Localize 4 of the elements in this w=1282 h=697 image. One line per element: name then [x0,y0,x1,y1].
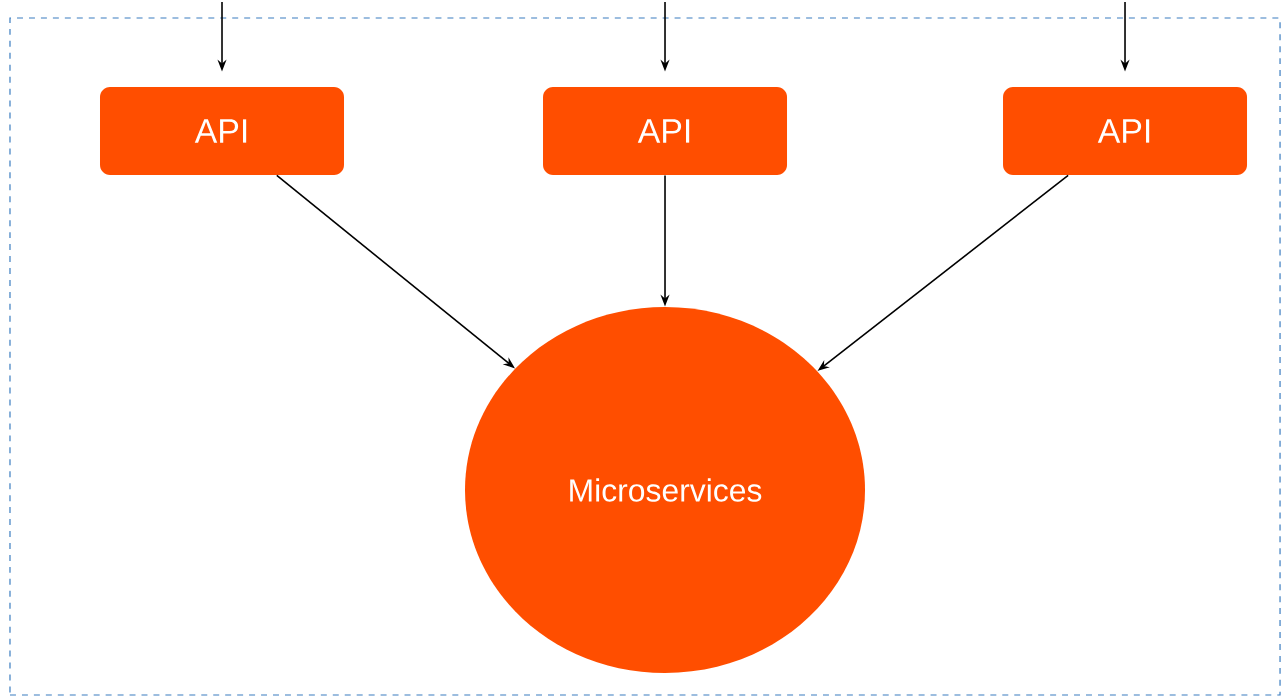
dashed-frame [9,17,1281,696]
api-box: API [100,87,344,175]
api-box: API [543,87,787,175]
api-box: API [1003,87,1247,175]
